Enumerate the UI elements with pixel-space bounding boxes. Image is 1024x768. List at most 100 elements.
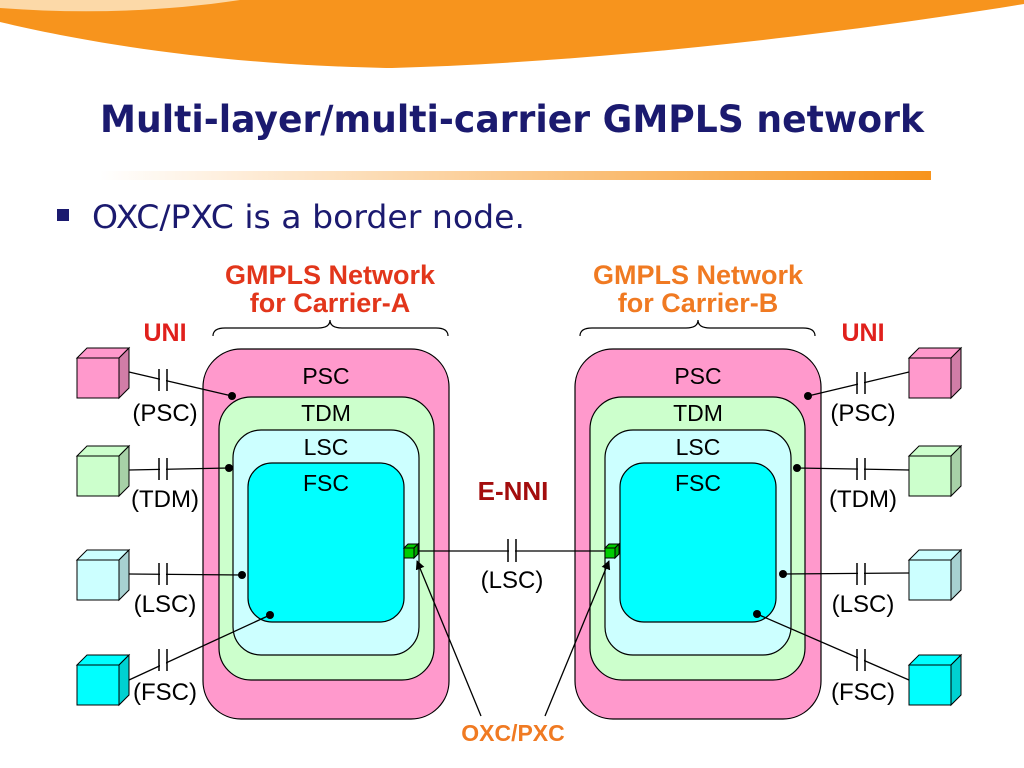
carrier-a-psc-label: PSC <box>302 363 349 389</box>
border-node-right <box>603 542 621 560</box>
client-node-fsc-right <box>907 653 963 707</box>
carrier-b-label: GMPLS Network for Carrier-B <box>593 260 804 318</box>
port-lsc-right <box>779 570 787 578</box>
border-node-side <box>413 542 419 560</box>
cube-side-shade <box>119 348 129 398</box>
client-node-tdm-right <box>907 444 963 498</box>
cube-side-shade <box>119 655 129 705</box>
carrier-b-lsc-label: LSC <box>676 434 721 460</box>
carrier-b-fsc-label: FSC <box>675 470 721 496</box>
client-node-fsc-left <box>75 653 131 707</box>
carrier-b-fsc-layer <box>619 462 777 623</box>
oxc-pxc-label: OXC/PXC <box>461 720 565 746</box>
port-fsc-right <box>753 610 761 618</box>
carrier-a-fsc-label: FSC <box>303 470 349 496</box>
client-label-fsc-right: (FSC) <box>831 679 895 706</box>
cube-side <box>950 548 962 602</box>
carrier-a-network: PSC TDM LSC FSC <box>202 348 450 720</box>
carrier-b-label-line2: for Carrier-B <box>618 288 779 318</box>
uni-link-lsc-right <box>782 572 910 575</box>
cube-front <box>908 664 952 706</box>
border-node-front <box>403 547 415 559</box>
cube-side-shade <box>951 348 961 398</box>
uni-link-fsc-left <box>128 614 271 681</box>
enni-link-type-label: (LSC) <box>481 567 544 594</box>
uni-link-lsc-left-capacitor-icon <box>158 563 168 586</box>
cube-side <box>950 444 962 498</box>
uni-link-tdm-left-capacitor-icon <box>158 458 168 481</box>
uni-link-lsc-right-capacitor-icon <box>856 563 866 586</box>
oxc-arrow-left <box>415 560 482 717</box>
cube-side <box>118 548 130 602</box>
top-banner-highlight <box>0 0 240 12</box>
carrier-a-lsc-label: LSC <box>304 434 349 460</box>
top-banner <box>0 0 1024 68</box>
client-label-tdm-right: (TDM) <box>829 486 897 513</box>
cube-front <box>76 664 120 706</box>
port-tdm-left <box>225 464 233 472</box>
cube-side <box>118 444 130 498</box>
cube-side <box>118 653 130 707</box>
uni-link-fsc-left-capacitor-icon <box>158 649 168 672</box>
uni-link-tdm-left <box>128 467 230 471</box>
client-node-psc-right <box>907 346 963 400</box>
uni-link-psc-right-capacitor-icon <box>856 372 866 395</box>
border-node-left <box>402 542 420 560</box>
cube-side <box>950 346 962 400</box>
bullet-text: OXC/PXC is a border node. <box>92 198 525 236</box>
cube-front <box>76 357 120 399</box>
enni-link-capacitor-icon <box>507 539 517 562</box>
cube-side <box>118 346 130 400</box>
carrier-a-fsc-layer <box>247 462 405 623</box>
carrier-b-label-line1: GMPLS Network <box>593 260 804 290</box>
uni-link-lsc-left <box>128 573 243 576</box>
client-node-lsc-left <box>75 548 131 602</box>
uni-link-tdm-right-capacitor-icon <box>856 458 866 481</box>
port-tdm-right <box>793 464 801 472</box>
uni-link-fsc-right <box>756 613 910 681</box>
client-label-lsc-right: (LSC) <box>832 591 895 618</box>
cube-side-shade <box>119 550 129 600</box>
cube-front <box>908 455 952 497</box>
carrier-b-tdm-label: TDM <box>673 400 723 426</box>
uni-link-tdm-right <box>796 467 910 471</box>
border-node-side <box>614 542 620 560</box>
client-label-fsc-left: (FSC) <box>133 679 197 706</box>
uni-link-fsc-right-capacitor-icon <box>856 649 866 672</box>
carrier-a-label: GMPLS Network for Carrier-A <box>225 260 436 318</box>
oxc-arrow-right <box>544 560 611 717</box>
port-psc-right <box>804 392 812 400</box>
cube-front <box>76 559 120 601</box>
cube-side-shade <box>951 550 961 600</box>
client-node-tdm-left <box>75 444 131 498</box>
uni-label-left: UNI <box>143 319 186 347</box>
uni-label-right: UNI <box>841 319 884 347</box>
carrier-b-network: PSC TDM LSC FSC <box>574 348 822 720</box>
cube-front <box>76 455 120 497</box>
port-lsc-left <box>238 571 246 579</box>
carrier-b-psc-label: PSC <box>674 363 721 389</box>
cube-side <box>950 653 962 707</box>
cube-side-shade <box>119 446 129 496</box>
cube-side-shade <box>951 655 961 705</box>
enni-label: E-NNI <box>478 476 549 506</box>
carrier-a-tdm-label: TDM <box>301 400 351 426</box>
bullet-marker <box>57 209 69 221</box>
title-underline <box>100 171 931 180</box>
uni-link-psc-left <box>128 371 233 397</box>
port-fsc-left <box>266 611 274 619</box>
carrier-a-label-line2: for Carrier-A <box>250 288 411 318</box>
carrier-a-label-line1: GMPLS Network <box>225 260 436 290</box>
border-node-side-shade <box>414 544 418 558</box>
cube-side-shade <box>951 446 961 496</box>
border-node-front <box>604 547 616 559</box>
client-label-lsc-left: (LSC) <box>134 591 197 618</box>
border-node-side-shade <box>615 544 619 558</box>
client-label-psc-left: (PSC) <box>132 400 197 427</box>
cube-front <box>908 559 952 601</box>
client-node-lsc-right <box>907 548 963 602</box>
client-node-psc-left <box>75 346 131 400</box>
client-label-tdm-left: (TDM) <box>131 486 199 513</box>
client-label-psc-right: (PSC) <box>830 400 895 427</box>
